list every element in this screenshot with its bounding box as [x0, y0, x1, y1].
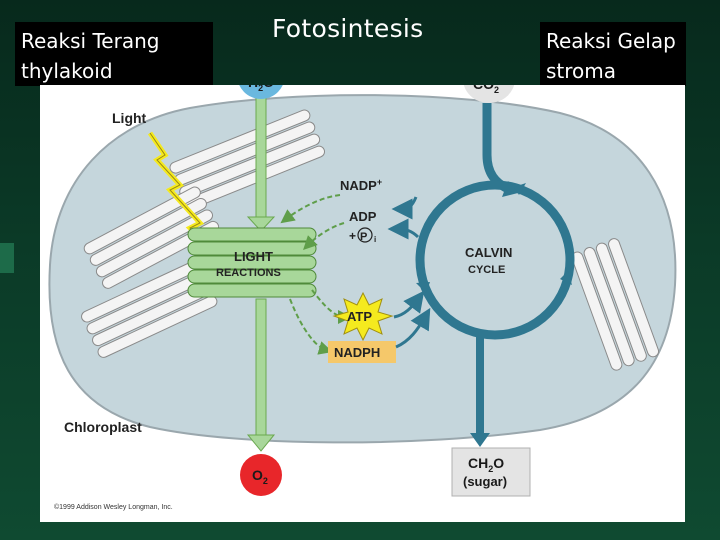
h2o-circle: [239, 85, 283, 99]
thylakoid-stack-upper: [169, 109, 326, 210]
sugar-arrowhead: [470, 433, 490, 447]
nadph-label: NADPH: [334, 345, 380, 360]
light-reactions-thylakoid: [187, 227, 317, 298]
nadp-to-light-arrow: [280, 194, 341, 224]
stroma-label: stroma: [546, 59, 617, 83]
nadp-label: NADP+: [340, 177, 382, 193]
calvin-cycle-ring: [415, 180, 575, 340]
photosynthesis-diagram: Light H2O LIGHT REACTIONS O2 CO2 CAL: [48, 85, 677, 511]
adp-label: ADP: [349, 209, 377, 224]
adp-return-arrow: [387, 218, 420, 240]
copyright-label: ©1999 Addison Wesley Longman, Inc.: [54, 503, 173, 511]
slide-edge-tab: [0, 243, 14, 273]
adp-to-light-arrow: [303, 222, 345, 250]
nadph-box: [328, 341, 396, 363]
o2-flow-arrow: [255, 298, 267, 443]
calvin-arrow-3: [416, 282, 430, 293]
o2-circle: [240, 454, 282, 496]
o2-arrowhead: [246, 434, 276, 452]
nadp-return-arrow: [391, 196, 418, 220]
ch2o-label: CH2O: [468, 455, 504, 474]
dark-reaction-label-box: Reaksi Gelap stroma: [540, 22, 686, 86]
light-bolt-icon: [147, 131, 220, 257]
photosynthesis-figure: Light H2O LIGHT REACTIONS O2 CO2 CAL: [40, 85, 685, 522]
co2-circle: [463, 85, 515, 103]
slide-title: Fotosintesis: [272, 14, 424, 43]
thylakoid-label: thylakoid: [21, 59, 113, 83]
calvin-arrow-1: [514, 183, 526, 195]
nadph-to-calvin-arrow: [395, 307, 431, 349]
calvin-label-2: CYCLE: [468, 264, 505, 276]
thylakoid-stack-right: [571, 238, 660, 371]
dark-reaction-label: Reaksi Gelap: [546, 29, 676, 53]
sugar-label: (sugar): [463, 474, 507, 489]
calvin-label-1: CALVIN: [465, 245, 512, 260]
h2o-arrowhead: [246, 216, 276, 232]
light-reactions-label-2: REACTIONS: [216, 267, 281, 279]
pi-label: P: [360, 231, 367, 243]
h2o-flow-arrow: [255, 94, 267, 226]
light-reaction-label: Reaksi Terang: [21, 29, 160, 53]
light-label: Light: [112, 110, 147, 126]
sugar-box: [451, 447, 531, 497]
nadph-out-arrow: [289, 298, 333, 355]
light-reaction-label-box: Reaksi Terang thylakoid: [15, 22, 213, 86]
h2o-label: H2O: [248, 85, 274, 93]
pi-sub-label: i: [374, 235, 376, 244]
co2-label: CO2: [473, 85, 499, 95]
o2-label: O2: [252, 467, 268, 486]
atp-starburst-icon: [332, 291, 394, 342]
light-reactions-label-1: LIGHT: [234, 249, 273, 264]
atp-label: ATP: [347, 309, 372, 324]
chloroplast-label: Chloroplast: [64, 419, 142, 435]
calvin-arrow-2: [560, 271, 572, 285]
pi-plus-label: +: [349, 229, 356, 243]
atp-to-calvin-arrow: [393, 290, 425, 319]
phosphate-circle-icon: [357, 227, 373, 243]
